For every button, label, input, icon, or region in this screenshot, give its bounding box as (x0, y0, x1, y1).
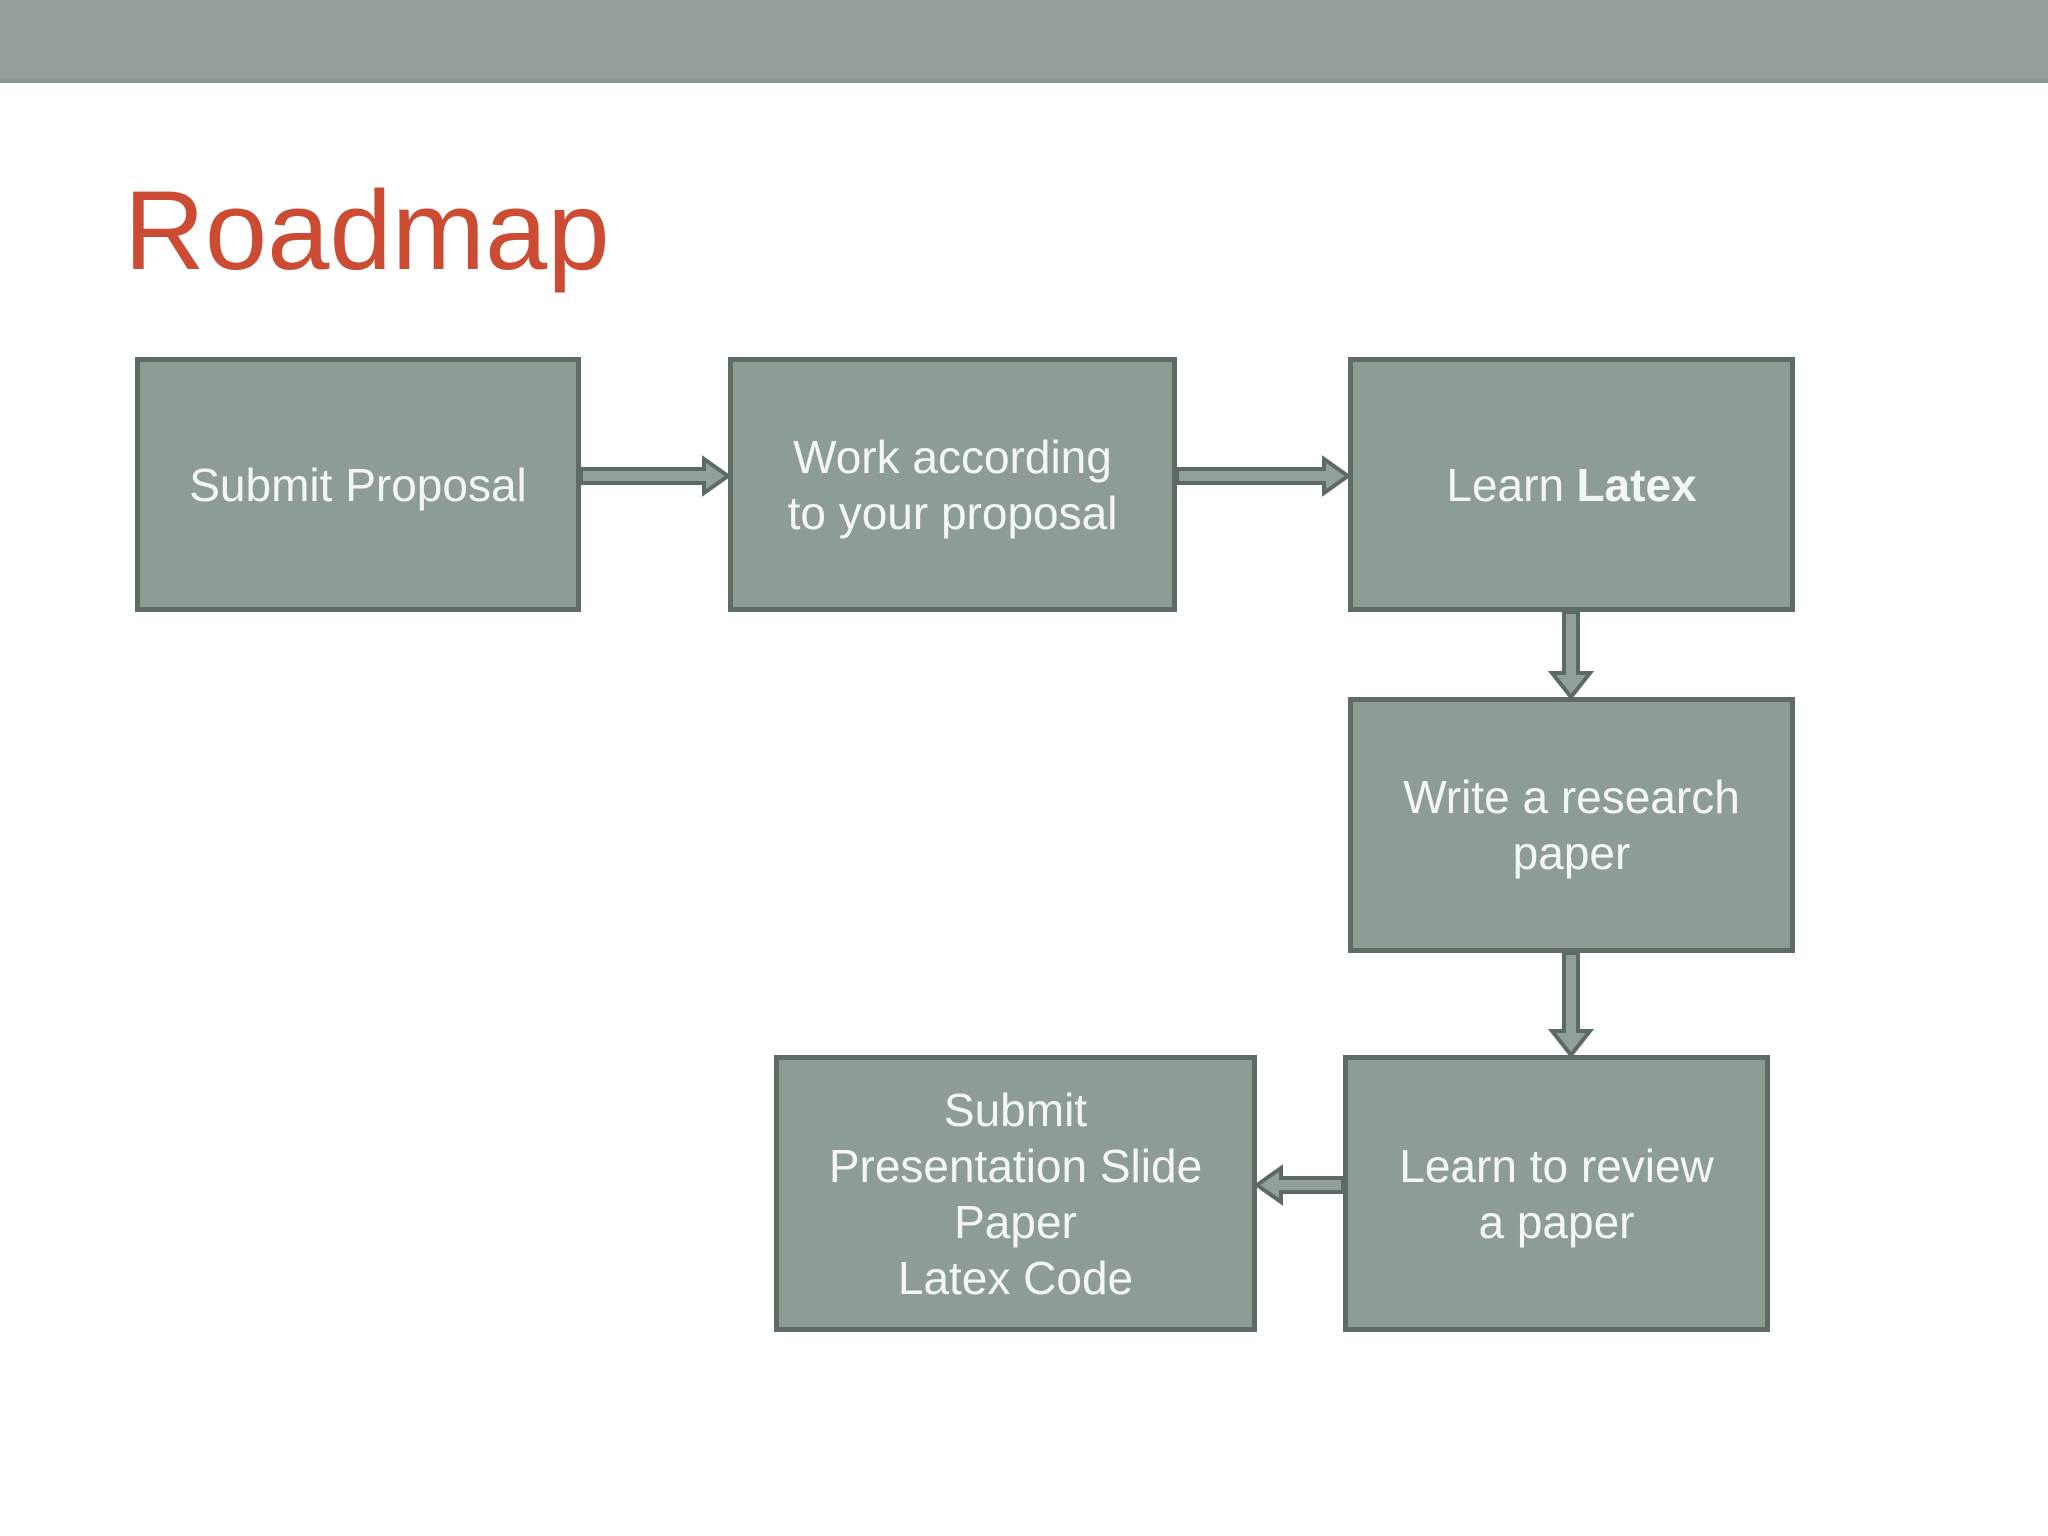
flow-node-submit-proposal: Submit Proposal (135, 357, 581, 612)
node-label-bold: Latex (1576, 458, 1697, 511)
flow-node-submit-deliverables: Submit Presentation Slide Paper Latex Co… (774, 1055, 1257, 1332)
node-label-line: Presentation Slide (828, 1139, 1203, 1192)
flow-node-learn-to-review: Learn to review a paper (1343, 1055, 1770, 1332)
node-label-line: Learn to review (1399, 1139, 1714, 1192)
node-label-line: Write a research (1403, 771, 1740, 823)
node-label-line: a paper (1478, 1195, 1635, 1248)
arrow-down-latex-to-paper (1547, 610, 1595, 701)
flow-node-work-according: Work according to your proposal (728, 357, 1177, 612)
node-label-line: Submit Proposal (189, 458, 527, 511)
header-bar (0, 0, 2048, 83)
arrow-right-submit-to-work (579, 455, 732, 497)
node-label-line: Submit (943, 1083, 1088, 1136)
node-label-line: Latex Code (897, 1251, 1134, 1304)
flow-node-write-research-paper: Write a research paper (1348, 697, 1795, 953)
node-label-line: paper (1512, 827, 1631, 879)
arrow-right-work-to-latex (1175, 455, 1352, 497)
slide-title: Roadmap (124, 168, 610, 293)
node-label-regular: Learn (1446, 458, 1565, 511)
node-label-line: Paper (954, 1195, 1077, 1248)
node-label-line: Work according (793, 430, 1112, 483)
arrow-down-paper-to-review (1547, 951, 1595, 1059)
arrow-left-review-to-submit (1253, 1164, 1345, 1206)
node-label-line: to your proposal (787, 486, 1118, 539)
